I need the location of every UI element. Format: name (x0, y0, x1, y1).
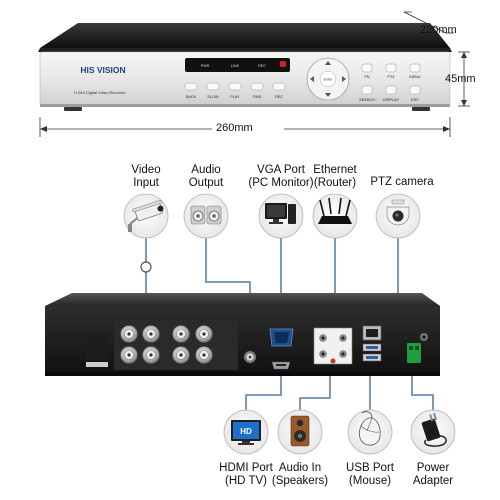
bnc-connector (195, 346, 213, 364)
top-label-vga-port: VGA Port (PC Monitor) (248, 164, 314, 189)
power-jack (420, 333, 428, 341)
power-adapter-icon (421, 412, 447, 447)
dimension-depth-label: 220mm (420, 24, 457, 36)
bnc-connector (142, 346, 160, 364)
top-label-audio-output: Audio Output (188, 164, 224, 189)
bnc-connector (172, 346, 190, 364)
front-indicator: REC (258, 64, 266, 68)
speaker-icon (290, 415, 310, 447)
svg-text:MENU: MENU (409, 75, 420, 79)
dimension-lines (39, 11, 470, 137)
pc-monitor-icon (265, 203, 296, 224)
bottom-label-audio-in: Audio In (Speakers) (271, 462, 329, 487)
front-left-buttons: BACK SLOW PLAY FWD REC (184, 82, 286, 99)
audio-in-ports (313, 327, 353, 365)
svg-text:PLAY: PLAY (230, 95, 240, 99)
dimension-length-label: 260mm (216, 122, 253, 134)
bnc-connector (172, 325, 190, 343)
nav-dial: Enter (306, 57, 350, 101)
svg-text:DISPLAY: DISPLAY (383, 98, 399, 102)
cctv-camera-icon (128, 200, 164, 232)
hdmi-port (271, 361, 291, 370)
bottom-label-hdmi-port: HDMI Port (HD TV) (219, 462, 273, 487)
dvr-front-unit: PWR LINK REC HIS VISION H.264 Digital Vi… (38, 23, 452, 111)
rs485-terminal (407, 343, 421, 363)
front-indicator: PWR (201, 64, 210, 68)
brand-logo: HIS VISION (80, 65, 125, 75)
ethernet-port (362, 325, 382, 341)
svg-text:FN: FN (364, 75, 369, 79)
vga-port (269, 328, 294, 347)
mouse-icon (358, 411, 381, 446)
dimension-arrowheads (40, 52, 467, 132)
dimension-height-label: 45mm (445, 73, 476, 85)
hd-tv-icon: HD (231, 420, 261, 445)
svg-text:REC: REC (275, 95, 283, 99)
svg-text:BACK: BACK (186, 95, 197, 99)
cable-loop-icon (140, 261, 152, 273)
bnc-connector (142, 325, 160, 343)
speakers-icon (190, 205, 222, 225)
ptz-dome-camera-icon (386, 199, 410, 226)
video-input-bnc-ports (114, 320, 238, 370)
svg-text:FWD: FWD (253, 95, 262, 99)
top-label-video-input: Video Input (131, 164, 161, 189)
svg-text:Enter: Enter (323, 78, 333, 82)
bnc-connector (120, 325, 138, 343)
wifi-router-icon (318, 197, 352, 224)
usb-ports (362, 343, 382, 362)
top-device-icons (123, 193, 421, 239)
svg-text:SLOW: SLOW (207, 95, 219, 99)
model-text: H.264 Digital Video Recorder (74, 90, 126, 95)
svg-text:PTZ: PTZ (387, 75, 395, 79)
hd-badge: HD (240, 427, 252, 436)
bottom-label-power-adapter: Power Adapter (412, 462, 454, 487)
bottom-device-icons: HD (223, 409, 456, 455)
bnc-connector (120, 346, 138, 364)
front-right-buttons: FN PTZ MENU SEARCH DISPLAY ESC (359, 63, 421, 102)
top-label-ptz-camera: PTZ camera (370, 176, 434, 188)
front-indicator: LINK (231, 64, 240, 68)
audio-output-port (244, 351, 256, 363)
svg-text:ESC: ESC (411, 98, 419, 102)
dvr-rear-unit (45, 293, 440, 376)
svg-text:SEARCH: SEARCH (359, 98, 375, 102)
top-label-ethernet: Ethernet (Router) (313, 164, 357, 189)
bottom-label-usb-port: USB Port (Mouse) (346, 462, 394, 487)
bnc-connector (195, 325, 213, 343)
